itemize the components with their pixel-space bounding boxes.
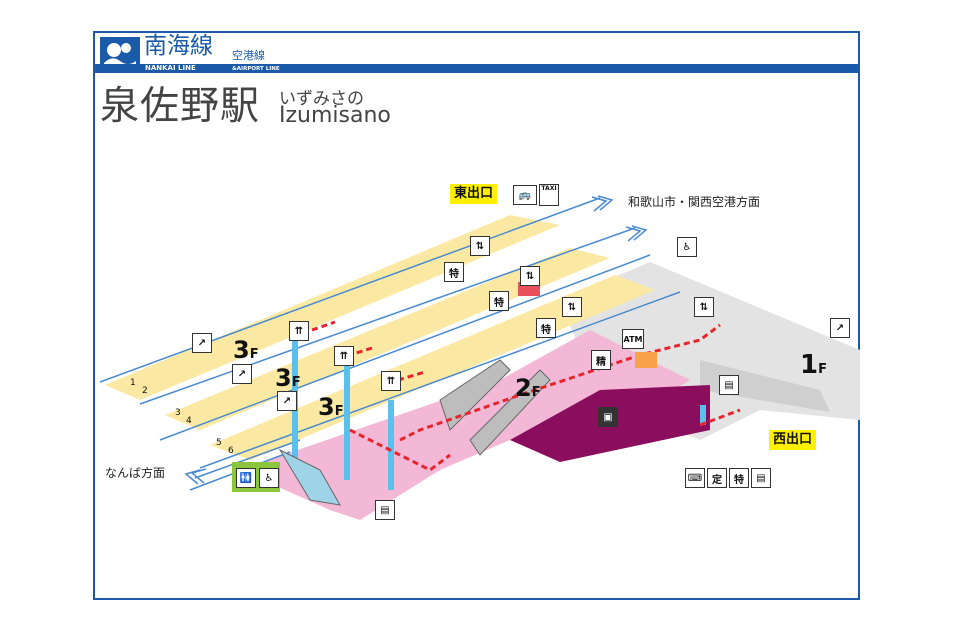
platform-num-6: 6	[228, 446, 234, 456]
level-1f-ramp	[700, 360, 830, 412]
line-sub-en: &AIRPORT LINE	[232, 66, 280, 72]
floor-label-3f-a: 3F	[233, 336, 259, 364]
stairs-icon: ⇈	[289, 321, 309, 341]
stairs	[278, 359, 551, 506]
concourse-2f	[240, 330, 690, 520]
station-name-ja: 泉佐野駅	[100, 84, 261, 129]
teiki-icon: 定	[707, 468, 727, 488]
escalator-icon: ↗	[192, 333, 212, 353]
line-name-en: NANKAI LINE	[145, 64, 196, 72]
east-exit-label: 東出口	[450, 184, 498, 204]
direction-wakayama: 和歌山市・関西空港方面	[628, 195, 761, 209]
bus-icon: 🚌	[513, 185, 537, 205]
elevator-icon: ⇅	[520, 266, 540, 286]
stairs-icon: ⇈	[334, 346, 354, 366]
ticket-vending-icon: ⌨	[685, 468, 705, 488]
platform-num-3: 3	[175, 408, 181, 418]
platform-1-2	[105, 215, 560, 400]
wheelchair-icon: ♿	[677, 237, 697, 257]
stairs-icon: ⇈	[381, 371, 401, 391]
line-name: 南海線	[144, 33, 213, 59]
header-band	[95, 64, 858, 73]
line-sub: 空港線	[232, 49, 265, 62]
west-exit-label: 西出口	[769, 430, 817, 450]
platform-num-2: 2	[142, 386, 148, 396]
escalator-icon: ↗	[277, 391, 297, 411]
ticket-machine-icon: ▤	[375, 500, 395, 520]
platform-num-5: 5	[216, 438, 222, 448]
fare-adjustment-icon: 精	[591, 350, 611, 370]
priority-seat-icon: 特	[444, 262, 464, 282]
ticket-office-icon: ▣	[598, 407, 618, 427]
platform-num-1: 1	[130, 378, 136, 388]
station-name-en: Izumisano	[279, 103, 391, 128]
direction-arrows	[184, 195, 648, 485]
escalator-icon: ↗	[830, 318, 850, 338]
ticket-machine-icon: ▤	[719, 375, 739, 395]
direction-namba: なんば方面	[105, 466, 166, 480]
floor-label-3f-c: 3F	[318, 393, 344, 421]
tokkyu-icon: 特	[729, 468, 749, 488]
floor-label-2f: 2F	[515, 374, 541, 402]
elevator-icon: ⇅	[470, 236, 490, 256]
station-name-kana: いずみさの	[279, 89, 364, 109]
floor-label-3f-b: 3F	[275, 364, 301, 392]
atm-area	[635, 352, 657, 368]
atm-icon: ATM	[622, 329, 644, 349]
restroom-icon: 🚻	[236, 468, 256, 488]
elevator-icon: ⇅	[562, 297, 582, 317]
escalator-icon: ↗	[232, 364, 252, 384]
priority-seat-icon: 特	[489, 291, 509, 311]
priority-seat-icon: 特	[536, 318, 556, 338]
platform-num-4: 4	[186, 416, 192, 426]
floor-label-1f: 1F	[800, 350, 827, 380]
wheelchair-icon: ♿	[259, 468, 279, 488]
tracks	[99, 197, 681, 491]
ticket-office-icon: ▤	[751, 468, 771, 488]
route-lines	[311, 320, 741, 472]
taxi-icon: TAXI	[539, 184, 559, 206]
elevator-icon: ⇅	[694, 297, 714, 317]
